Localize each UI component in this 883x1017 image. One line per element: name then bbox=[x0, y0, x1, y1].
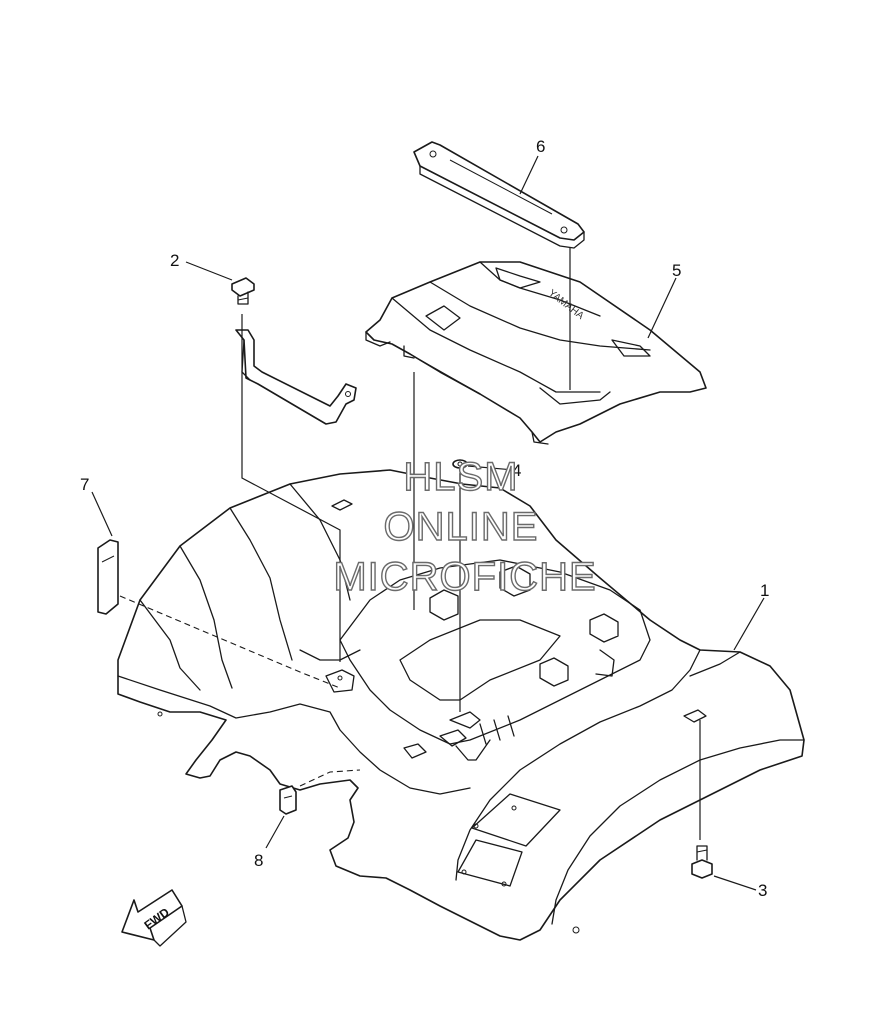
callout-5: 5 bbox=[672, 261, 681, 280]
part-8-clip[interactable] bbox=[279, 785, 297, 815]
part-5-rear-cover[interactable]: YAMAHA bbox=[365, 261, 707, 445]
callout-3: 3 bbox=[758, 881, 767, 900]
callout-2: 2 bbox=[170, 251, 179, 270]
part-2-bolt[interactable] bbox=[231, 277, 255, 305]
part-4-grommet[interactable] bbox=[452, 459, 468, 469]
callout-leaders bbox=[91, 155, 765, 891]
part-7-reflector[interactable] bbox=[97, 539, 119, 615]
fwd-direction-arrow: FWD bbox=[121, 889, 187, 947]
watermark: HLSM ONLINE MICROFICHE bbox=[333, 454, 597, 599]
watermark-line-1: HLSM bbox=[403, 455, 518, 499]
callout-1: 1 bbox=[760, 581, 769, 600]
stay-bracket[interactable] bbox=[235, 329, 357, 425]
callout-4: 4 bbox=[512, 461, 521, 480]
callout-8: 8 bbox=[254, 851, 263, 870]
part-3-flange-bolt[interactable] bbox=[691, 845, 713, 879]
watermark-line-3: MICROFICHE bbox=[333, 555, 596, 599]
callout-6: 6 bbox=[536, 137, 545, 156]
assembly-lines bbox=[119, 248, 701, 840]
callout-labels: 1 2 3 4 5 6 7 8 bbox=[80, 137, 769, 900]
part-6-carrier-bar[interactable] bbox=[413, 141, 585, 249]
callout-7: 7 bbox=[80, 475, 89, 494]
part-1-rear-fender[interactable] bbox=[117, 469, 805, 941]
watermark-line-2: ONLINE bbox=[384, 505, 539, 549]
